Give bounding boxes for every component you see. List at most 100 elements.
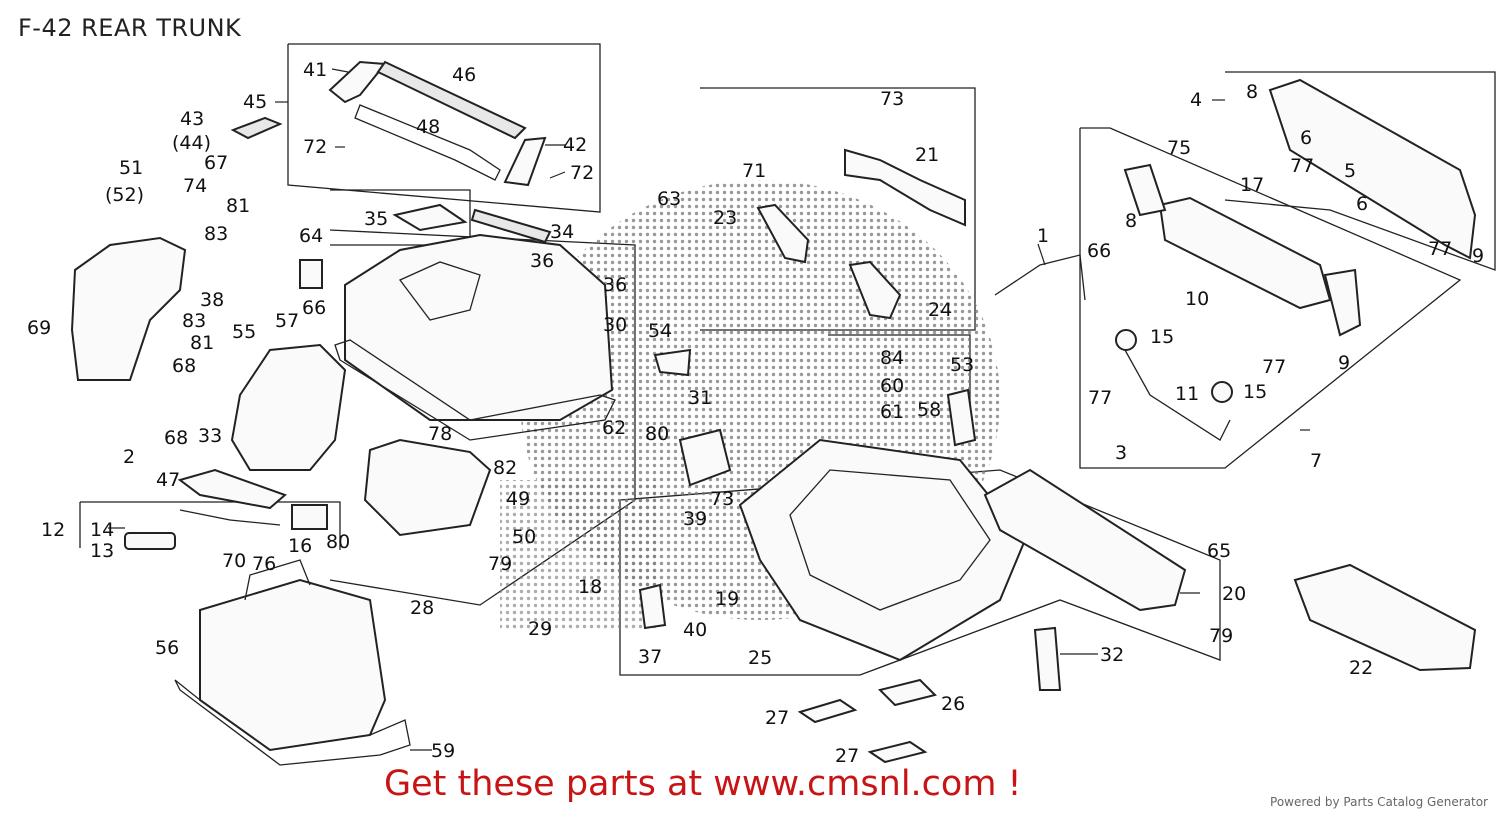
part-label: (44)	[172, 132, 211, 154]
part-label: 61	[880, 401, 904, 423]
part-label: 57	[275, 310, 299, 332]
part-label: 77	[1428, 238, 1452, 260]
part-label: 80	[645, 423, 669, 445]
part-label: 77	[1088, 387, 1112, 409]
part-label: 63	[657, 188, 681, 210]
part-label: 31	[688, 387, 712, 409]
promo-link-text[interactable]: Get these parts at www.cmsnl.com !	[384, 764, 1022, 804]
part-label: 43	[180, 108, 204, 130]
part-label: 8	[1246, 81, 1258, 103]
part-label: 81	[190, 332, 214, 354]
part-label: 77	[1262, 356, 1286, 378]
part-labels: 41 46 45 72 48 42 72 43 (44) 67 74 51 (5…	[27, 59, 1484, 767]
part-label: 72	[303, 136, 327, 158]
part-label: 42	[563, 134, 587, 156]
part-label: 73	[710, 488, 734, 510]
part-label: 40	[683, 619, 707, 641]
part-label: 3	[1115, 442, 1127, 464]
part-label: 36	[603, 274, 627, 296]
part-label: 18	[578, 576, 602, 598]
part-label: 26	[941, 693, 965, 715]
part-label: 49	[506, 488, 530, 510]
part-label: 9	[1472, 245, 1484, 267]
part-label: 55	[232, 321, 256, 343]
part-label: 28	[410, 597, 434, 619]
part-label: 17	[1240, 174, 1264, 196]
part-label: 70	[222, 550, 246, 572]
part-label: 56	[155, 637, 179, 659]
part-label: 47	[156, 469, 180, 491]
part-label: 21	[915, 144, 939, 166]
part-label: 80	[326, 531, 350, 553]
part-label: 41	[303, 59, 327, 81]
part-label: 48	[416, 116, 440, 138]
part-label: 4	[1190, 89, 1202, 111]
part-label: 69	[27, 317, 51, 339]
part-label: 19	[715, 588, 739, 610]
part-label: 10	[1185, 288, 1209, 310]
part-label: 15	[1150, 326, 1174, 348]
part-label: 60	[880, 375, 904, 397]
part-label: 30	[603, 314, 627, 336]
part-label: 71	[742, 160, 766, 182]
part-label: 65	[1207, 540, 1231, 562]
part-label: 15	[1243, 381, 1267, 403]
part-label: 36	[530, 250, 554, 272]
part-label: 74	[183, 175, 207, 197]
part-label: 62	[602, 417, 626, 439]
part-shapes	[70, 60, 1477, 766]
part-label: 46	[452, 64, 476, 86]
part-label: 81	[226, 195, 250, 217]
part-label: 27	[835, 745, 859, 767]
part-label: 79	[488, 553, 512, 575]
part-label: 1	[1037, 225, 1049, 247]
part-label: 12	[41, 519, 65, 541]
part-label: 6	[1356, 193, 1368, 215]
part-label: 35	[364, 208, 388, 230]
part-label: 34	[550, 221, 574, 243]
part-label: 32	[1100, 644, 1124, 666]
part-label: 50	[512, 526, 536, 548]
part-label: 25	[748, 647, 772, 669]
part-label: 53	[950, 354, 974, 376]
part-label: 5	[1344, 160, 1356, 182]
part-label: 37	[638, 646, 662, 668]
part-label: 7	[1310, 450, 1322, 472]
part-label: 2	[123, 446, 135, 468]
part-label: 14	[90, 519, 114, 541]
part-label: 8	[1125, 210, 1137, 232]
part-label: 76	[252, 553, 276, 575]
part-label: 38	[200, 289, 224, 311]
part-label: 58	[917, 399, 941, 421]
part-label: 73	[880, 88, 904, 110]
part-label: (52)	[105, 184, 144, 206]
part-label: 33	[198, 425, 222, 447]
part-label: 6	[1300, 127, 1312, 149]
part-label: 66	[302, 297, 326, 319]
part-label: 68	[172, 355, 196, 377]
part-label: 67	[204, 152, 228, 174]
part-label: 72	[570, 162, 594, 184]
part-label: 13	[90, 540, 114, 562]
part-label: 79	[1209, 625, 1233, 647]
part-label: 59	[431, 740, 455, 762]
part-label: 29	[528, 618, 552, 640]
part-label: 83	[204, 223, 228, 245]
part-label: 68	[164, 427, 188, 449]
part-label: 84	[880, 347, 904, 369]
part-label: 83	[182, 310, 206, 332]
page-title: F-42 REAR TRUNK	[18, 14, 242, 42]
part-label: 11	[1175, 383, 1199, 405]
part-label: 51	[119, 157, 143, 179]
part-label: 20	[1222, 583, 1246, 605]
part-label: 82	[493, 457, 517, 479]
part-label: 39	[683, 508, 707, 530]
part-label: 64	[299, 225, 323, 247]
part-label: 75	[1167, 137, 1191, 159]
part-label: 9	[1338, 352, 1350, 374]
part-label: 27	[765, 707, 789, 729]
part-label: 78	[428, 423, 452, 445]
part-label: 24	[928, 299, 952, 321]
part-label: 77	[1290, 155, 1314, 177]
